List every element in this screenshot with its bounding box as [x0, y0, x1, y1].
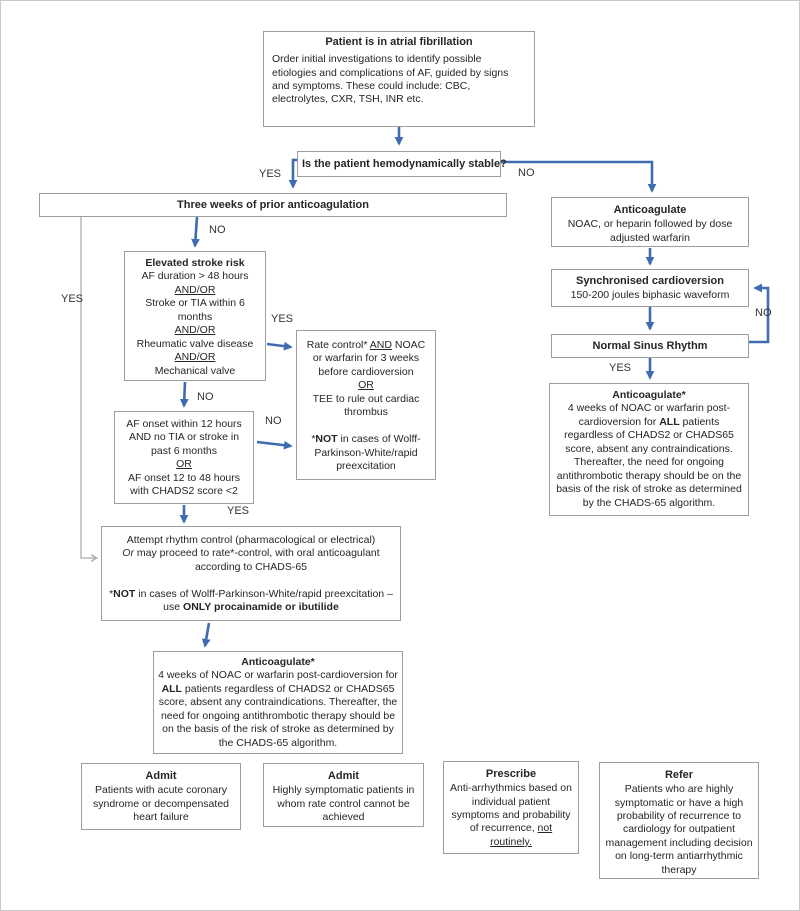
three-weeks-node: Three weeks of prior anticoagulation [39, 193, 507, 217]
sync-cardioversion-body: 150-200 joules biphasic waveform [570, 289, 730, 302]
connector-threeweeks-yes [80, 217, 99, 562]
label-elevated-no: NO [197, 391, 214, 403]
admit-symptomatic-node: Admit Highly symptomatic patients in who… [263, 763, 424, 827]
start-body: Order initial investigations to identify… [272, 53, 509, 106]
af-onset-node: AF onset within 12 hours AND no TIA or s… [114, 411, 254, 504]
start-node: Patient is in atrial fibrillation Order … [263, 31, 535, 127]
refer-body: Patients who are highly symptomatic or h… [605, 783, 753, 876]
anticoagulate-ne-title: Anticoagulate [613, 204, 687, 216]
arrow-attempt-to-anticoagulate [201, 622, 211, 648]
label-stable-no: NO [518, 167, 535, 179]
label-nsr-yes: YES [609, 362, 632, 374]
admit-symptomatic-title: Admit [327, 770, 360, 782]
arrow-afonset-no [256, 440, 293, 450]
stable-title: Is the patient hemodynamically stable? [302, 158, 507, 170]
rate-control-node: Rate control* AND NOAC or warfarin for 3… [296, 330, 436, 480]
label-nsr-no: NO [755, 307, 772, 319]
label-stable-yes: YES [259, 168, 282, 180]
label-afonset-no: NO [265, 415, 282, 427]
refer-node: Refer Patients who are highly symptomati… [599, 762, 759, 879]
anticoagulate-left-node: Anticoagulate*4 weeks of NOAC or warfari… [153, 651, 403, 754]
normal-sinus-node: Normal Sinus Rhythm [551, 334, 749, 358]
three-weeks-title: Three weeks of prior anticoagulation [177, 199, 369, 211]
arrow-elevated-no [179, 381, 189, 408]
attempt-rhythm-node: Attempt rhythm control (pharmacological … [101, 526, 401, 621]
label-threeweeks-no: NO [209, 224, 226, 236]
refer-title: Refer [664, 769, 694, 781]
anticoagulate-ne-body: NOAC, or heparin followed by dose adjust… [567, 218, 733, 244]
sync-cardioversion-title: Synchronised cardioversion [576, 275, 724, 287]
label-afonset-yes: YES [227, 505, 250, 517]
anticoagulate-ne-node: Anticoagulate NOAC, or heparin followed … [551, 197, 749, 247]
arrow-elevated-yes [266, 341, 293, 351]
admit-acs-node: Admit Patients with acute coronary syndr… [81, 763, 241, 830]
normal-sinus-title: Normal Sinus Rhythm [592, 340, 708, 352]
admit-acs-body: Patients with acute coronary syndrome or… [93, 784, 229, 823]
prescribe-node: Prescribe Anti-arrhythmics based on indi… [443, 761, 579, 854]
anticoagulate-right-node: Anticoagulate*4 weeks of NOAC or warfari… [549, 383, 749, 516]
stable-decision-node: Is the patient hemodynamically stable? [297, 151, 507, 177]
label-elevated-yes: YES [271, 313, 294, 325]
arrow-threeweeks-no [191, 216, 200, 248]
label-threeweeks-yes: YES [61, 293, 84, 305]
admit-acs-title: Admit [145, 770, 177, 782]
sync-cardioversion-node: Synchronised cardioversion 150-200 joule… [551, 269, 749, 307]
prescribe-body: Anti-arrhythmics based on individual pat… [450, 782, 572, 848]
start-title: Patient is in atrial fibrillation [325, 36, 473, 48]
admit-symptomatic-body: Highly symptomatic patients in whom rate… [272, 784, 415, 823]
prescribe-title: Prescribe [485, 768, 537, 780]
